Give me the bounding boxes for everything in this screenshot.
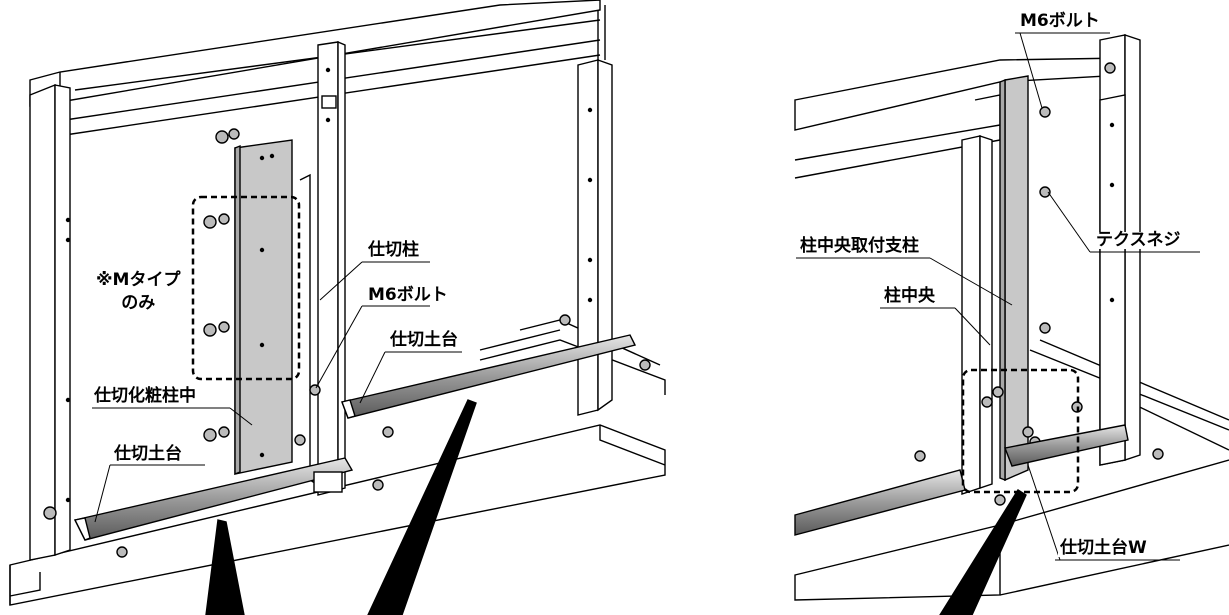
partition-post-label: 仕切柱 [366,240,421,260]
partition-decorative-post-center-label: 仕切化粧柱中 [92,386,198,406]
m6-bolt-label-left: M6ボルト [366,285,450,305]
post-center-mount-support [1004,75,1029,482]
partition-base-w-label: 仕切土台W [1058,538,1149,558]
post-center-mount-support-label: 柱中央取付支柱 [798,236,921,256]
left-leader-lines [92,261,462,523]
detail-dashed-box [961,368,1080,494]
right-partition-base-rail [794,469,966,536]
partition-base-label-left: 仕切土台 [112,444,184,464]
right-diagram [794,34,1229,615]
callout-wedge-right [367,399,477,615]
right-leader-lines [796,32,1200,561]
right-left-post [961,135,981,495]
left-right-post [577,59,599,416]
left-post [29,83,56,561]
m-type-only-dashed-box [191,195,301,381]
callout-wedge-detail [939,489,1027,615]
post-center-label: 柱中央 [882,286,937,306]
left-diagram [9,0,666,615]
partition-base-label-right: 仕切土台 [388,330,460,350]
m-type-only-label: ※Mタイプ のみ [94,272,182,312]
m-type-only-label-line1: ※Mタイプ [96,270,181,290]
partition-decorative-post-panel [234,139,293,475]
m-type-only-label-line2: のみ [121,293,156,313]
right-top-beam [794,57,1126,131]
m6-bolt-label-right: M6ボルト [1018,11,1102,31]
tex-screw-label: テクスネジ [1094,230,1183,250]
callout-wedge-left [205,519,245,615]
partition-post [317,41,339,496]
partition-base-rail-w [1004,424,1129,467]
